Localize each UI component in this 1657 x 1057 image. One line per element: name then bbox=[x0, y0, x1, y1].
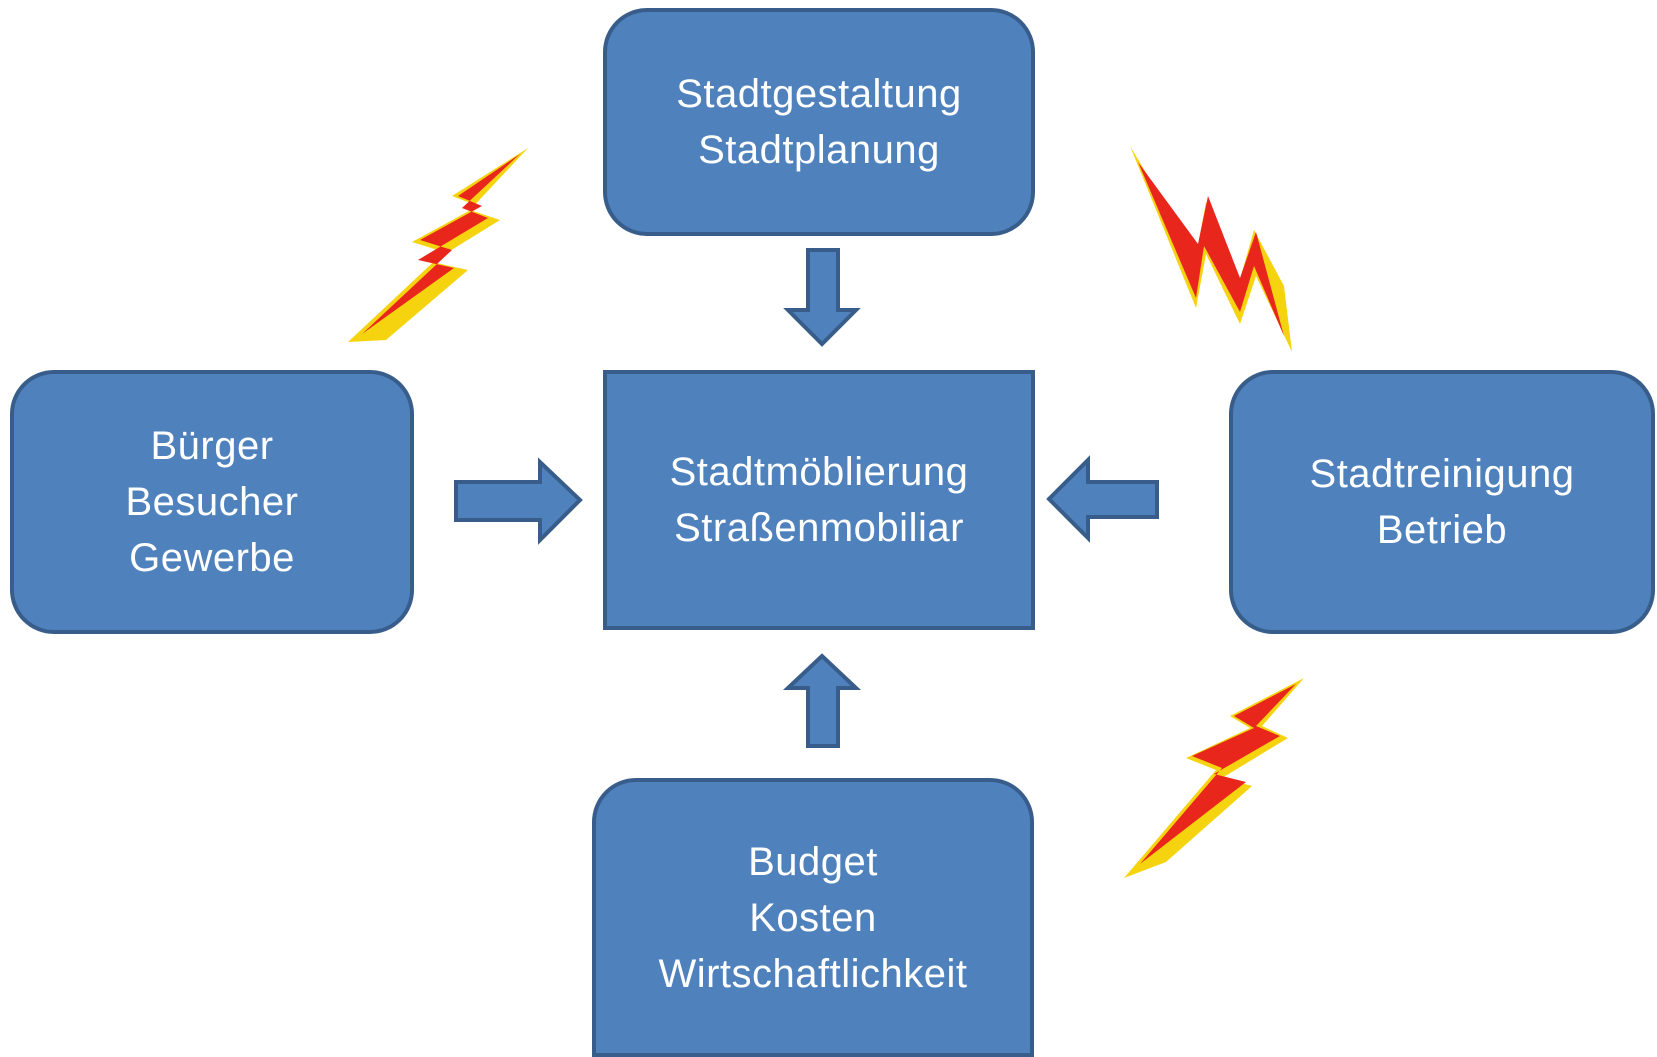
box-label-line: Betrieb bbox=[1376, 508, 1508, 552]
box-label-line: Budget bbox=[748, 839, 878, 884]
lightning-bolt-icon bbox=[1124, 678, 1304, 878]
box-label-line: Stadtplanung bbox=[698, 128, 940, 172]
box-budget: Budget Kosten Wirtschaftlichkeit bbox=[592, 778, 1034, 1057]
lightning-bolt-icon bbox=[1130, 146, 1292, 352]
box-stadtreinigung: Stadtreinigung Betrieb bbox=[1229, 370, 1655, 634]
box-label-line: Gewerbe bbox=[129, 536, 295, 580]
box-label-line: Kosten bbox=[749, 895, 877, 940]
box-label-line: Bürger bbox=[150, 424, 274, 468]
box-stadtgestaltung: Stadtgestaltung Stadtplanung bbox=[603, 8, 1035, 236]
box-buerger: Bürger Besucher Gewerbe bbox=[10, 370, 414, 634]
box-label-line: Straßenmobiliar bbox=[674, 506, 964, 550]
arrow-right-icon bbox=[454, 457, 583, 545]
lightning-bolt-icon bbox=[348, 148, 528, 342]
box-label-line: Besucher bbox=[125, 480, 299, 524]
arrow-up-icon bbox=[782, 653, 862, 748]
box-label-line: Stadtgestaltung bbox=[676, 72, 962, 116]
box-label-line: Stadtreinigung bbox=[1309, 452, 1575, 496]
box-label-line: Wirtschaftlichkeit bbox=[658, 951, 968, 996]
arrow-left-icon bbox=[1046, 455, 1159, 543]
box-stadtmoeblierung: Stadtmöblierung Straßenmobiliar bbox=[603, 370, 1035, 630]
arrow-down-icon bbox=[783, 248, 861, 347]
box-label-line: Stadtmöblierung bbox=[669, 450, 969, 494]
